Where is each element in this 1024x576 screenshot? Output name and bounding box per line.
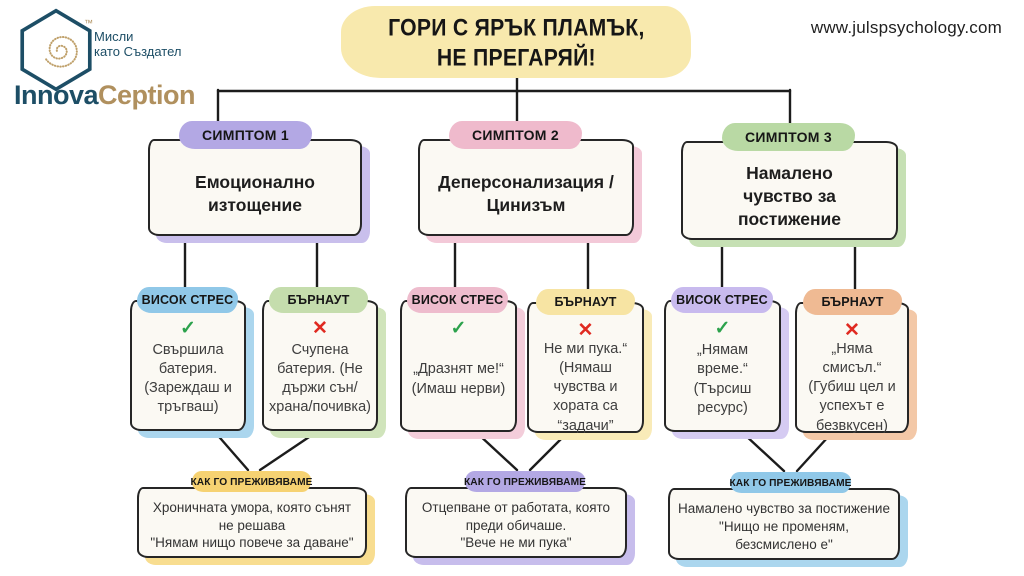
logo-hexagon-icon [20, 8, 92, 92]
experience-text-line2: "Вече не ми пука" [460, 535, 572, 551]
stress-badge-2: ВИСОК СТРЕС [407, 287, 508, 313]
symptom-3-badge: СИМПТОМ 3 [722, 123, 855, 151]
burnout-text-1: Счупена батерия. (Не държи сън/ храна/по… [269, 341, 371, 416]
website-link[interactable]: www.julspsychology.com [810, 18, 1002, 37]
brand-name: InnovaCeption [14, 80, 196, 111]
trademark: ™ [84, 18, 93, 28]
check-icon: ✓ [180, 318, 196, 339]
title-highlight: ГОРИ С ЯРЪК ПЛАМЪК, НЕ ПРЕГАРЯЙ! [341, 6, 691, 78]
experience-badge-3: КАК ГО ПРЕЖИВЯВАМЕ [729, 472, 851, 493]
burnout-badge-3: БЪРНАУТ [803, 289, 902, 315]
stress-box-2: ✓ „Дразнят ме!“ (Имаш нерви) [400, 300, 517, 432]
experience-text-line1: Намалено чувство за постижение [678, 501, 890, 517]
main-title-line2: НЕ ПРЕГАРЯЙ! [436, 43, 596, 71]
experience-box-3: Намалено чувство за постижение "Нищо не … [668, 488, 900, 560]
cross-icon: ✕ [312, 318, 328, 339]
burnout-box-3: ✕ „Няма смисъл.“ (Губиш цел и успехът е … [795, 302, 909, 434]
symptom-2-title: Деперсонализация /Цинизъм [438, 171, 614, 215]
brand-name-secondary: Ception [98, 80, 196, 110]
symptom-2-box: Деперсонализация /Цинизъм [418, 139, 634, 236]
check-icon: ✓ [714, 318, 731, 339]
symptom-3-title: Намалено чувство за постижение [737, 163, 842, 229]
brand-tagline: Мисли като Създател [94, 29, 182, 60]
symptom-1-box: Емоционално изтощение [148, 139, 362, 236]
experience-text-line2: "Нищо не променям, безсмислено е" [719, 519, 849, 552]
burnout-text-2: Не ми пука.“ (Нямаш чувства и хората са … [543, 341, 628, 434]
burnout-box-1: ✕ Счупена батерия. (Не държи сън/ храна/… [262, 300, 378, 431]
stress-box-1: ✓ Свършила батерия. (Зареждаш и тръгваш) [130, 300, 246, 431]
main-title-line1: ГОРИ С ЯРЪК ПЛАМЪК, [387, 13, 645, 41]
cross-icon: ✕ [577, 320, 594, 341]
experience-box-2: Отцепване от работата, която преди обича… [405, 487, 627, 558]
symptom-1-title: Емоционално изтощение [195, 171, 315, 215]
stress-text-2: „Дразнят ме!“ (Имаш нерви) [411, 361, 506, 397]
brand-name-primary: Innova [14, 80, 99, 110]
burnout-box-2: ✕ Не ми пука.“ (Нямаш чувства и хората с… [527, 302, 644, 434]
symptom-1-badge: СИМПТОМ 1 [179, 121, 312, 149]
symptom-3-box: Намалено чувство за постижение [681, 141, 898, 240]
experience-text-line2: "Нямам нищо повече за даване" [150, 535, 354, 551]
stress-text-1: Свършила батерия. (Зареждаш и тръгваш) [144, 341, 232, 416]
logo: ™ Мисли като Създател InnovaCeption [12, 6, 242, 111]
logo-spiral-icon [44, 36, 78, 68]
brand-tagline-line2: като Създател [94, 43, 182, 59]
stress-badge-1: ВИСОК СТРЕС [137, 287, 238, 313]
experience-badge-2: КАК ГО ПРЕЖИВЯВАМЕ [464, 471, 586, 492]
burnout-badge-2: БЪРНАУТ [536, 289, 635, 315]
stress-badge-3: ВИСОК СТРЕС [671, 287, 773, 313]
stress-box-3: ✓ „Нямам време.“ (Търсиш ресурс) [664, 300, 781, 432]
burnout-badge-1: БЪРНАУТ [269, 287, 368, 313]
brand-tagline-line1: Мисли [94, 29, 134, 44]
experience-box-1: Хроничната умора, която сънят не решава … [137, 487, 367, 558]
symptom-2-badge: СИМПТОМ 2 [449, 121, 582, 149]
check-icon: ✓ [450, 318, 467, 339]
experience-text-line1: Хроничната умора, която сънят не решава [152, 499, 352, 533]
experience-text-line1: Отцепване от работата, която преди обича… [421, 499, 611, 533]
burnout-text-3: „Няма смисъл.“ (Губиш цел и успехът е бе… [808, 341, 896, 434]
main-title: ГОРИ С ЯРЪК ПЛАМЪК, НЕ ПРЕГАРЯЙ! [388, 12, 644, 71]
stress-text-3: „Нямам време.“ (Търсиш ресурс) [693, 342, 752, 416]
experience-badge-1: КАК ГО ПРЕЖИВЯВАМЕ [190, 471, 312, 492]
cross-icon: ✕ [844, 320, 860, 341]
